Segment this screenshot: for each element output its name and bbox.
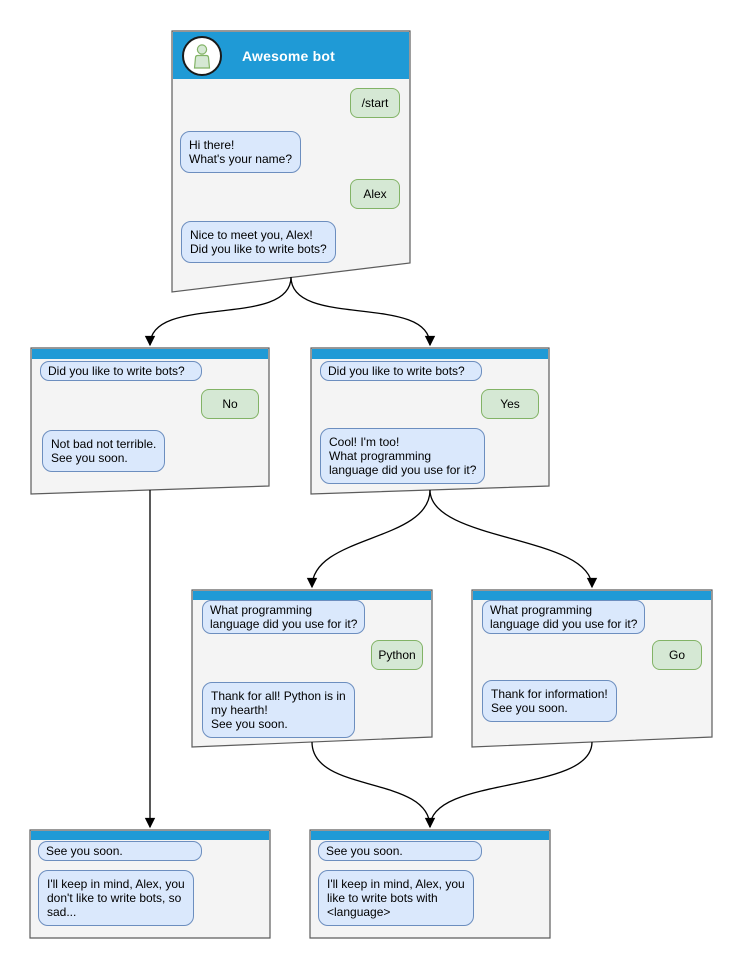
chat-window-branch-python[interactable]: What programming language did you use fo… (192, 590, 432, 747)
connector-go-to-end-yes[interactable] (429, 741, 593, 828)
bot-message-bubble[interactable]: Thank for information! See you soon. (482, 680, 617, 722)
bot-message-bubble[interactable]: Not bad not terrible. See you soon. (42, 430, 166, 472)
window-title: Awesome bot (242, 47, 335, 64)
connector-main-to-no[interactable] (144, 276, 292, 347)
chat-window-end-no[interactable]: See you soon. I'll keep in mind, Alex, y… (30, 830, 270, 938)
chat-window-main[interactable]: Awesome bot /start Hi there! What's your… (172, 31, 410, 292)
window-header-bar (473, 591, 711, 600)
bot-message-bubble[interactable]: I'll keep in mind, Alex, you don't like … (38, 870, 194, 926)
user-message-bubble[interactable]: Alex (350, 179, 400, 209)
bot-echo-bubble[interactable]: See you soon. (318, 841, 482, 861)
chat-window-branch-go[interactable]: What programming language did you use fo… (472, 590, 712, 747)
bot-message-bubble[interactable]: Hi there! What's your name? (180, 131, 302, 173)
user-message-bubble[interactable]: Go (652, 640, 702, 670)
user-message-bubble[interactable]: Yes (481, 389, 539, 419)
user-message-bubble[interactable]: No (201, 389, 259, 419)
bot-echo-bubble[interactable]: See you soon. (38, 841, 202, 861)
chat-window-branch-yes[interactable]: Did you like to write bots? Yes Cool! I'… (311, 348, 549, 494)
bot-avatar (182, 35, 222, 76)
connector-yes-to-python[interactable] (306, 489, 431, 589)
bot-echo-bubble[interactable]: Did you like to write bots? (320, 361, 482, 381)
connector-main-to-yes[interactable] (290, 276, 436, 347)
window-header-bar (31, 831, 269, 840)
main-window-header: Awesome bot (173, 32, 409, 79)
user-message-bubble[interactable]: /start (350, 88, 400, 118)
bot-message-bubble[interactable]: I'll keep in mind, Alex, you like to wri… (318, 870, 474, 926)
window-header-bar (32, 349, 268, 359)
window-header-bar (312, 349, 548, 359)
bot-message-bubble[interactable]: Nice to meet you, Alex! Did you like to … (181, 221, 336, 263)
chat-window-branch-no[interactable]: Did you like to write bots? No Not bad n… (31, 348, 269, 494)
bot-echo-bubble[interactable]: Did you like to write bots? (40, 361, 202, 381)
bot-message-bubble[interactable]: Cool! I'm too! What programming language… (320, 428, 486, 484)
connector-yes-to-go[interactable] (429, 489, 598, 589)
chat-window-end-yes[interactable]: See you soon. I'll keep in mind, Alex, y… (310, 830, 550, 938)
connector-python-to-end-yes[interactable] (311, 741, 436, 829)
bot-message-bubble[interactable]: Thank for all! Python is in my hearth! S… (202, 682, 355, 738)
window-header-bar (311, 831, 549, 840)
user-message-bubble[interactable]: Python (371, 640, 423, 670)
person-icon (193, 43, 211, 69)
bot-echo-bubble[interactable]: What programming language did you use fo… (482, 600, 646, 634)
bot-echo-bubble[interactable]: What programming language did you use fo… (202, 600, 366, 634)
window-header-bar (193, 591, 431, 600)
